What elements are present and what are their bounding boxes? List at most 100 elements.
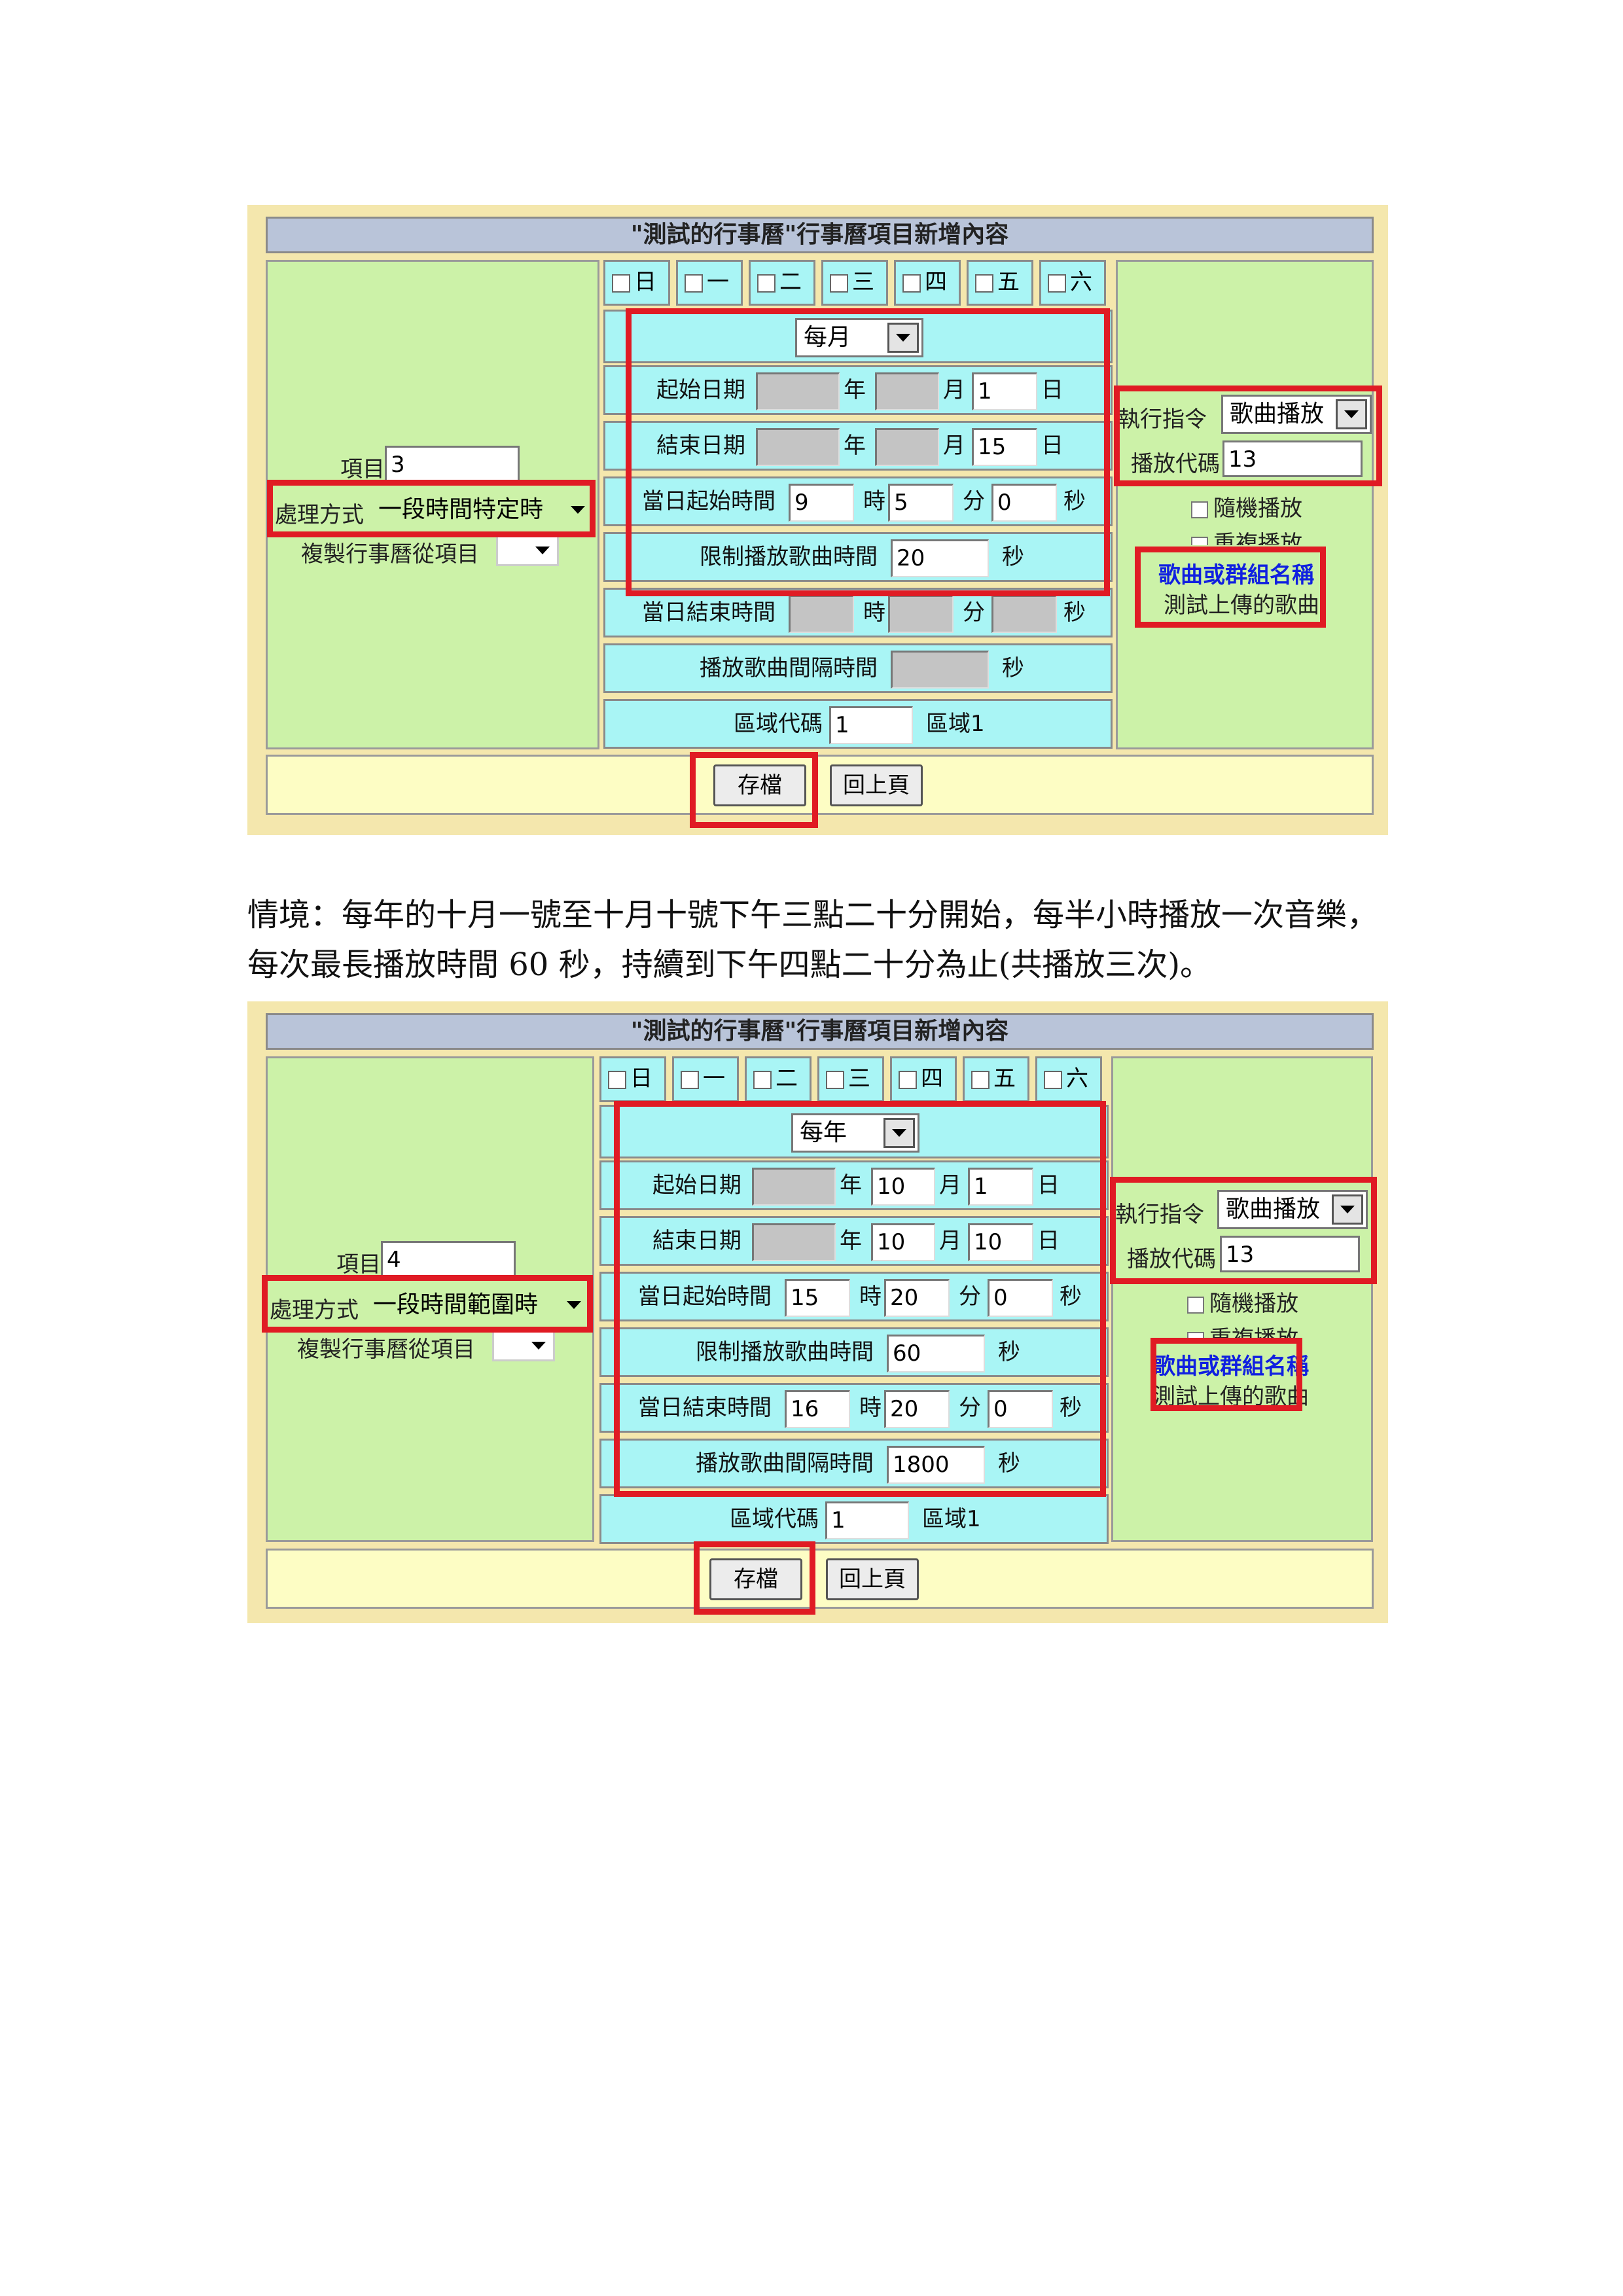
back-button[interactable]: 回上頁: [826, 1558, 919, 1600]
end-second-field[interactable]: 0: [988, 1390, 1053, 1428]
save-button[interactable]: 存檔: [713, 764, 806, 806]
item-label: 項目: [340, 456, 385, 482]
weekday-sun[interactable]: 日: [599, 1056, 666, 1102]
end-minute-field[interactable]: 20: [884, 1390, 950, 1428]
limit-field[interactable]: 20: [891, 539, 989, 577]
checkbox-icon[interactable]: [1187, 1296, 1204, 1314]
weekday-tue[interactable]: 二: [745, 1056, 812, 1102]
item-field[interactable]: 4: [381, 1241, 516, 1279]
start-hour-field[interactable]: 9: [789, 484, 854, 522]
interval-row: 播放歌曲間隔時間 1800 秒: [599, 1439, 1109, 1488]
interval-row: 播放歌曲間隔時間 秒: [603, 643, 1113, 693]
start-year-field[interactable]: [756, 372, 840, 410]
cmd-select[interactable]: 歌曲播放: [1217, 1190, 1368, 1229]
weekday-mon[interactable]: 一: [676, 260, 743, 306]
song-header: 歌曲或群組名稱: [1153, 1354, 1309, 1380]
end-hour-field[interactable]: 16: [785, 1390, 850, 1428]
checkbox-icon[interactable]: [757, 274, 776, 293]
start-year-field[interactable]: [752, 1168, 836, 1206]
end-year-field[interactable]: [752, 1223, 836, 1261]
interval-field[interactable]: [891, 651, 989, 689]
checkbox-icon[interactable]: [681, 1070, 699, 1089]
calendar-form-screenshot-1: "測試的行事曆"行事曆項目新增內容 日 一 二 三 四 五 六 每月 起始日期 …: [247, 205, 1388, 835]
checkbox-icon[interactable]: [975, 274, 993, 293]
weekday-thu[interactable]: 四: [890, 1056, 957, 1102]
period-row: 每年: [599, 1105, 1109, 1158]
checkbox-icon[interactable]: [902, 274, 921, 293]
random-play-checkbox[interactable]: 隨機播放: [1191, 490, 1302, 522]
limit-field[interactable]: 60: [887, 1335, 985, 1372]
chevron-down-icon[interactable]: [571, 506, 585, 514]
checkbox-icon[interactable]: [1191, 536, 1208, 545]
checkbox-icon[interactable]: [1191, 501, 1208, 518]
checkbox-icon[interactable]: [685, 274, 703, 293]
code-field[interactable]: 13: [1222, 440, 1363, 477]
checkbox-icon[interactable]: [1044, 1070, 1062, 1089]
weekday-fri[interactable]: 五: [967, 260, 1033, 306]
interval-field[interactable]: 1800: [887, 1446, 985, 1484]
weekday-fri[interactable]: 五: [963, 1056, 1029, 1102]
checkbox-icon[interactable]: [1048, 274, 1066, 293]
period-select[interactable]: 每月: [795, 318, 923, 357]
start-minute-field[interactable]: 5: [888, 484, 954, 522]
start-day-field[interactable]: 1: [968, 1168, 1033, 1206]
random-play-checkbox[interactable]: 隨機播放: [1187, 1285, 1298, 1318]
end-day-field[interactable]: 15: [972, 428, 1037, 466]
chevron-down-icon[interactable]: [883, 1118, 915, 1148]
end-day-field[interactable]: 10: [968, 1223, 1033, 1261]
end-year-field[interactable]: [756, 428, 840, 466]
end-month-field[interactable]: 10: [871, 1223, 935, 1261]
weekday-sat[interactable]: 六: [1035, 1056, 1102, 1102]
song-name: 測試上傳的歌曲: [1164, 592, 1319, 619]
chevron-down-icon[interactable]: [567, 1301, 581, 1309]
form-title: "測試的行事曆"行事曆項目新增內容: [266, 1013, 1374, 1050]
end-month-field[interactable]: [875, 428, 939, 466]
chevron-down-icon[interactable]: [1332, 1194, 1363, 1225]
checkbox-icon[interactable]: [971, 1070, 990, 1089]
weekday-mon[interactable]: 一: [672, 1056, 739, 1102]
end-minute-field[interactable]: [888, 595, 954, 633]
chevron-down-icon[interactable]: [1336, 399, 1367, 429]
start-second-field[interactable]: 0: [991, 484, 1057, 522]
end-hour-field[interactable]: [789, 595, 854, 633]
code-field[interactable]: 13: [1220, 1236, 1360, 1272]
checkbox-icon[interactable]: [612, 274, 630, 293]
repeat-play-checkbox[interactable]: 重複播放: [1191, 526, 1302, 545]
start-month-field[interactable]: 10: [871, 1168, 935, 1206]
start-day-field[interactable]: 1: [972, 372, 1037, 410]
method-select[interactable]: 一段時間範圍時: [373, 1291, 539, 1318]
checkbox-icon[interactable]: [830, 274, 848, 293]
start-hour-field[interactable]: 15: [785, 1279, 850, 1317]
save-button[interactable]: 存檔: [709, 1558, 802, 1600]
start-month-field[interactable]: [875, 372, 939, 410]
chevron-down-icon[interactable]: [887, 323, 919, 353]
start-second-field[interactable]: 0: [988, 1279, 1053, 1317]
weekday-tue[interactable]: 二: [749, 260, 815, 306]
weekday-wed[interactable]: 三: [821, 260, 888, 306]
weekday-sat[interactable]: 六: [1039, 260, 1106, 306]
weekday-wed[interactable]: 三: [817, 1056, 884, 1102]
checkbox-icon[interactable]: [753, 1070, 772, 1089]
copy-label: 複製行事曆從項目: [301, 541, 479, 567]
checkbox-icon[interactable]: [826, 1070, 844, 1089]
end-second-field[interactable]: [991, 595, 1057, 633]
period-select[interactable]: 每年: [791, 1113, 919, 1153]
chevron-down-icon[interactable]: [535, 547, 550, 554]
checkbox-icon[interactable]: [608, 1070, 626, 1089]
chevron-down-icon[interactable]: [531, 1342, 546, 1350]
start-time-row: 當日起始時間 9 時 5 分 0 秒: [603, 476, 1113, 526]
copy-label: 複製行事曆從項目: [297, 1336, 475, 1363]
weekday-sun[interactable]: 日: [603, 260, 670, 306]
cmd-select[interactable]: 歌曲播放: [1221, 395, 1372, 434]
weekday-thu[interactable]: 四: [894, 260, 961, 306]
limit-row: 限制播放歌曲時間 60 秒: [599, 1327, 1109, 1377]
start-minute-field[interactable]: 20: [884, 1279, 950, 1317]
checkbox-icon[interactable]: [1187, 1331, 1204, 1340]
repeat-play-checkbox[interactable]: 重複播放: [1187, 1321, 1298, 1340]
back-button[interactable]: 回上頁: [830, 764, 923, 806]
method-select[interactable]: 一段時間特定時: [378, 496, 544, 523]
zone-field[interactable]: 1: [829, 706, 913, 744]
item-field[interactable]: 3: [385, 446, 520, 484]
checkbox-icon[interactable]: [899, 1070, 917, 1089]
zone-field[interactable]: 1: [825, 1501, 909, 1539]
